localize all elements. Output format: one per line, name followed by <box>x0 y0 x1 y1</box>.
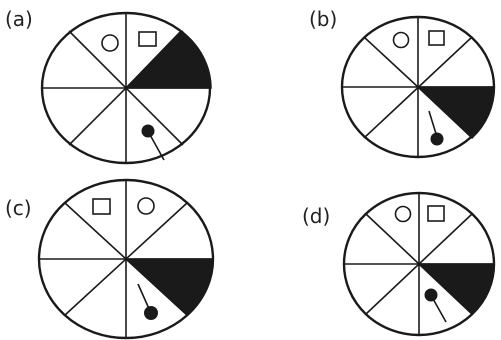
pin-icon <box>424 288 447 323</box>
wheel-outline <box>40 11 212 165</box>
panel-a: (a) <box>5 7 212 165</box>
wheel-outline <box>37 178 215 340</box>
circle-icon <box>394 205 412 223</box>
circle-icon <box>137 197 155 215</box>
panel-label-c: (c) <box>5 196 32 220</box>
panel-d: (d) <box>302 191 496 337</box>
sector-lines <box>42 13 210 163</box>
sector-lines <box>342 17 494 157</box>
square-icon <box>427 205 445 222</box>
pin-icon <box>137 283 158 320</box>
panel-c: (c) <box>5 178 215 340</box>
wheel-outline <box>340 15 496 159</box>
panel-b: (b) <box>309 7 496 159</box>
panel-label-d: (d) <box>302 204 330 228</box>
square-icon <box>428 30 445 46</box>
square-icon <box>92 198 111 215</box>
circle-icon <box>392 31 410 49</box>
pin-icon <box>141 124 165 161</box>
sector-lines <box>344 193 494 335</box>
panel-label-a: (a) <box>5 7 33 31</box>
sector-lines <box>39 180 213 338</box>
wheel-outline <box>342 191 496 337</box>
square-icon <box>138 31 157 47</box>
panel-label-b: (b) <box>309 7 337 31</box>
circle-icon <box>101 34 119 52</box>
pin-icon <box>428 110 444 146</box>
